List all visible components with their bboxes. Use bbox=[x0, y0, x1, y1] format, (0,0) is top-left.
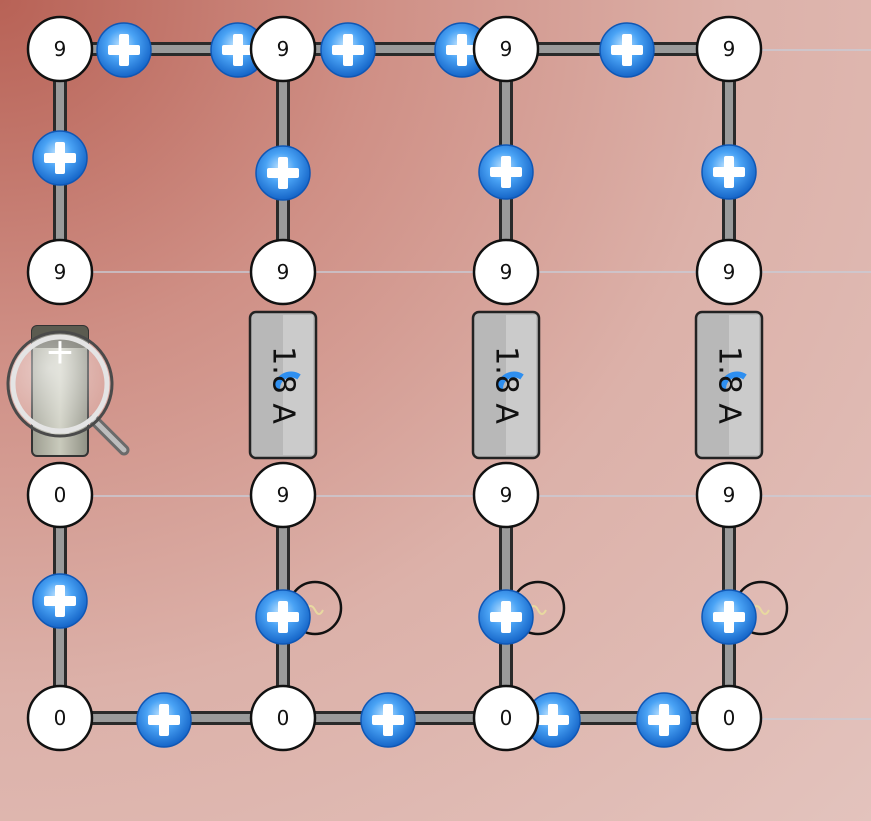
electron-plus-icon bbox=[701, 144, 757, 200]
junction-node[interactable]: 9 bbox=[695, 15, 763, 83]
junction-node[interactable]: 0 bbox=[26, 461, 94, 529]
ammeter[interactable]: 1.8 A bbox=[248, 310, 318, 460]
junction-node[interactable]: 0 bbox=[249, 684, 317, 752]
junction-node[interactable]: 0 bbox=[695, 684, 763, 752]
ammeter-reading: 1.8 A bbox=[266, 346, 301, 424]
ammeter-reading: 1.8 A bbox=[489, 346, 524, 424]
node-voltage-label: 9 bbox=[723, 260, 736, 284]
node-voltage-label: 0 bbox=[723, 706, 736, 730]
junction-nodes: 9 9 9 9 9 9 9 9 0 9 9 9 0 0 0 0 bbox=[26, 15, 763, 752]
node-voltage-label: 9 bbox=[500, 483, 513, 507]
junction-node[interactable]: 9 bbox=[472, 15, 540, 83]
junction-node[interactable]: 9 bbox=[26, 15, 94, 83]
node-voltage-label: 9 bbox=[277, 37, 290, 61]
junction-node[interactable]: 0 bbox=[472, 684, 540, 752]
electron-plus-icon bbox=[525, 692, 581, 748]
ammeter-reading: 1.8 A bbox=[712, 346, 747, 424]
junction-node[interactable]: 9 bbox=[26, 238, 94, 306]
electron-plus-icon bbox=[478, 144, 534, 200]
node-voltage-label: 9 bbox=[723, 37, 736, 61]
ammeter[interactable]: 1.8 A bbox=[694, 310, 764, 460]
electron-plus-icon bbox=[255, 145, 311, 201]
electron-plus-icon bbox=[701, 589, 757, 645]
node-voltage-label: 9 bbox=[500, 37, 513, 61]
node-voltage-label: 9 bbox=[54, 37, 67, 61]
electron-plus-icon bbox=[32, 130, 88, 186]
node-voltage-label: 9 bbox=[277, 483, 290, 507]
node-voltage-label: 0 bbox=[277, 706, 290, 730]
junction-node[interactable]: 9 bbox=[472, 238, 540, 306]
electron-plus-icon bbox=[636, 692, 692, 748]
node-voltage-label: 9 bbox=[500, 260, 513, 284]
electron-plus-icon bbox=[599, 22, 655, 78]
junction-node[interactable]: 9 bbox=[472, 461, 540, 529]
electrons bbox=[32, 22, 757, 748]
wires bbox=[53, 42, 736, 725]
electron-plus-icon bbox=[255, 589, 311, 645]
node-voltage-label: 9 bbox=[723, 483, 736, 507]
electron-plus-icon bbox=[96, 22, 152, 78]
node-voltage-label: 0 bbox=[54, 706, 67, 730]
junction-node[interactable]: 9 bbox=[695, 238, 763, 306]
magnifier-icon[interactable] bbox=[6, 330, 130, 456]
node-voltage-label: 0 bbox=[500, 706, 513, 730]
junction-node[interactable]: 0 bbox=[26, 684, 94, 752]
junction-node[interactable]: 9 bbox=[249, 238, 317, 306]
electron-plus-icon bbox=[478, 589, 534, 645]
junction-node[interactable]: 9 bbox=[249, 461, 317, 529]
node-voltage-label: 0 bbox=[54, 483, 67, 507]
electron-plus-icon bbox=[32, 573, 88, 629]
ammeter[interactable]: 1.8 A bbox=[471, 310, 541, 460]
junction-node[interactable]: 9 bbox=[695, 461, 763, 529]
electron-plus-icon bbox=[136, 692, 192, 748]
components: 1.8 A1.8 A1.8 A+− bbox=[31, 310, 789, 636]
electron-plus-icon bbox=[360, 692, 416, 748]
node-voltage-label: 9 bbox=[54, 260, 67, 284]
junction-node[interactable]: 9 bbox=[249, 15, 317, 83]
electron-plus-icon bbox=[320, 22, 376, 78]
node-voltage-label: 9 bbox=[277, 260, 290, 284]
overlay bbox=[6, 330, 130, 456]
